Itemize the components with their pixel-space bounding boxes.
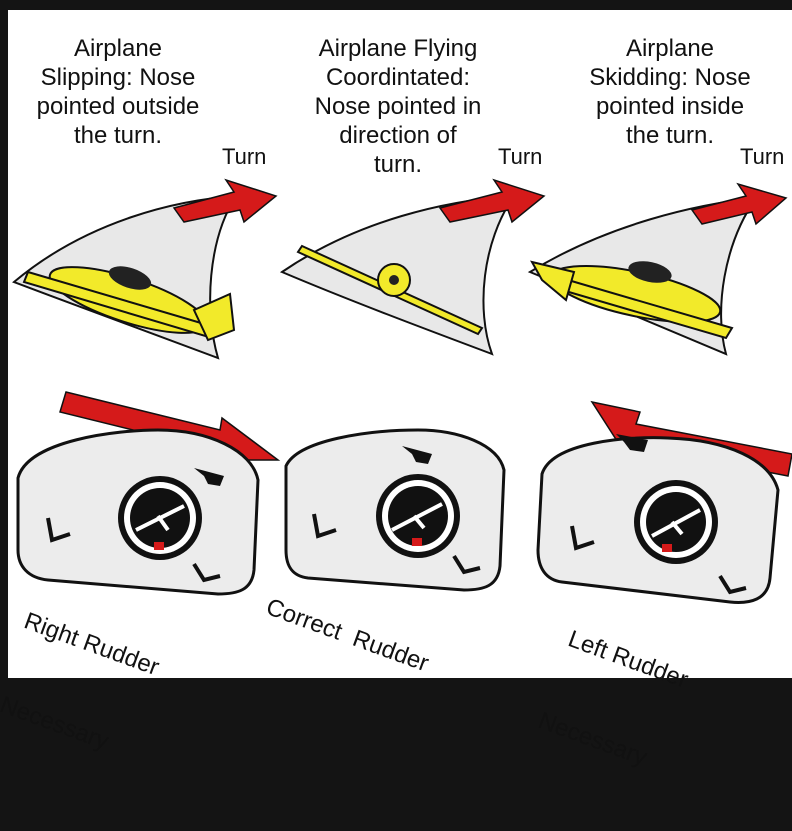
left-rudder-scene <box>538 402 792 602</box>
caption-line: direction of <box>298 121 498 150</box>
skidding-caption: Airplane Skidding: Nose pointed inside t… <box>580 34 760 150</box>
caption-line: Airplane <box>28 34 208 63</box>
diagram-canvas: Airplane Slipping: Nose pointed outside … <box>8 10 792 678</box>
caption-line: turn. <box>298 150 498 179</box>
slipping-turn-scene <box>14 180 276 358</box>
caption-line: the turn. <box>580 121 760 150</box>
caption-line: Airplane Flying <box>298 34 498 63</box>
caption-line: Nose pointed in <box>298 92 498 121</box>
turn-label: Turn <box>222 144 266 170</box>
slipping-caption: Airplane Slipping: Nose pointed outside … <box>28 34 208 150</box>
coordinated-caption: Airplane Flying Coordintated: Nose point… <box>298 34 498 179</box>
caption-line: Airplane <box>580 34 760 63</box>
skidding-turn-scene <box>530 184 786 354</box>
caption-line: pointed outside <box>28 92 208 121</box>
rudder-line: Left Rudder <box>564 625 692 695</box>
caption-line: pointed inside <box>580 92 760 121</box>
turn-label: Turn <box>498 144 542 170</box>
caption-line: Coordintated: <box>298 63 498 92</box>
rudder-line: Correct Rudder <box>262 593 432 679</box>
caption-line: Slipping: Nose <box>28 63 208 92</box>
caption-line: Skidding: Nose <box>580 63 760 92</box>
caption-line: the turn. <box>28 121 208 150</box>
rudder-line: Necessary <box>0 688 133 764</box>
rudder-line: Right Rudder <box>20 607 163 683</box>
turn-label: Turn <box>740 144 784 170</box>
rudder-line: Necessary <box>534 706 662 776</box>
coordinated-turn-scene <box>282 180 544 354</box>
